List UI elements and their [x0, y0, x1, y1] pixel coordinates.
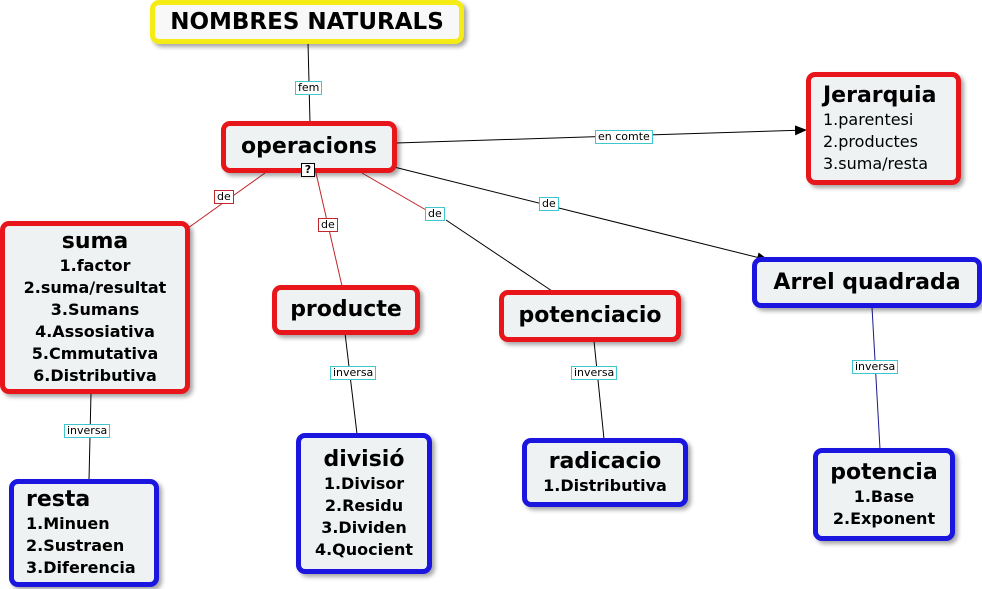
jerarquia-item-1: 1.parentesi	[823, 109, 914, 129]
link-label-de-producte: de	[318, 218, 338, 232]
potenciacio-node[interactable]: potenciacio	[499, 290, 681, 342]
suma-title: suma	[61, 228, 129, 254]
divisio-item-1: 1.Divisor	[323, 473, 405, 493]
suma-item-3: 3.Sumans	[50, 299, 140, 319]
divisio-item-2: 2.Residu	[324, 495, 404, 515]
suma-item-1: 1.factor	[59, 255, 131, 275]
producte-node[interactable]: producte	[272, 285, 420, 335]
link-label-de-suma: de	[214, 190, 234, 204]
arrel-node[interactable]: Arrel quadrada	[752, 257, 982, 308]
link-producte-divisio	[344, 332, 358, 435]
potencia-item-1: 1.Base	[853, 486, 915, 506]
resta-title: resta	[26, 487, 91, 512]
root-node[interactable]: NOMBRES NATURALS	[150, 0, 464, 44]
suma-item-2: 2.suma/resultat	[23, 277, 167, 297]
resta-item-3: 3.Diferencia	[26, 558, 136, 577]
link-operacions-arrel	[393, 166, 769, 263]
suma-item-4: 4.Assosiativa	[35, 321, 155, 341]
potencia-node[interactable]: potencia 1.Base 2.Exponent	[813, 448, 955, 541]
divisio-title: divisió	[323, 446, 405, 472]
link-label-inversa-potenciacio: inversa	[571, 366, 618, 380]
jerarquia-item-2: 2.productes	[823, 131, 918, 151]
divisio-item-3: 3.Dividen	[321, 517, 407, 537]
link-label-de-potenciacio: de	[425, 207, 445, 221]
potencia-item-2: 2.Exponent	[832, 508, 936, 528]
potencia-title: potencia	[830, 459, 938, 485]
radicacio-node[interactable]: radicacio 1.Distributiva	[522, 438, 688, 507]
resta-item-2: 2.Sustraen	[26, 536, 125, 555]
document-icon[interactable]: ?	[301, 163, 315, 177]
divisio-node[interactable]: divisió 1.Divisor 2.Residu 3.Dividen 4.Q…	[296, 433, 432, 574]
link-operacions-potenciacio-2	[445, 219, 553, 292]
producte-title: producte	[290, 297, 402, 322]
resta-node[interactable]: resta 1.Minuen 2.Sustraen 3.Diferencia	[9, 479, 159, 587]
operacions-title: operacions	[241, 134, 377, 159]
jerarquia-node[interactable]: Jerarquia 1.parentesi 2.productes 3.suma…	[806, 72, 961, 185]
divisio-item-4: 4.Quocient	[314, 539, 414, 559]
link-label-de-arrel: de	[539, 197, 559, 211]
jerarquia-title: Jerarquia	[823, 82, 937, 108]
root-title: NOMBRES NATURALS	[170, 9, 444, 35]
arrel-title: Arrel quadrada	[773, 269, 961, 295]
link-label-inversa-arrel: inversa	[852, 360, 899, 374]
link-label-inversa-producte: inversa	[330, 366, 377, 380]
link-arrel-potencia	[871, 306, 881, 450]
link-operacions-potenciacio	[361, 172, 427, 211]
suma-item-5: 5.Cmmutativa	[31, 343, 159, 363]
link-label-inversa-suma: inversa	[64, 424, 111, 438]
suma-node[interactable]: suma 1.factor 2.suma/resultat 3.Sumans 4…	[0, 221, 190, 394]
suma-item-6: 6.Distributiva	[33, 365, 157, 385]
link-label-en-comte: en comte	[595, 130, 653, 144]
resta-item-1: 1.Minuen	[26, 514, 110, 533]
potenciacio-title: potenciacio	[518, 303, 662, 328]
radicacio-title: radicacio	[548, 448, 662, 474]
radicacio-item-1: 1.Distributiva	[543, 475, 667, 495]
link-potenciacio-radicacio	[593, 340, 605, 440]
jerarquia-item-3: 3.suma/resta	[823, 153, 929, 173]
link-label-fem: fem	[295, 81, 323, 95]
